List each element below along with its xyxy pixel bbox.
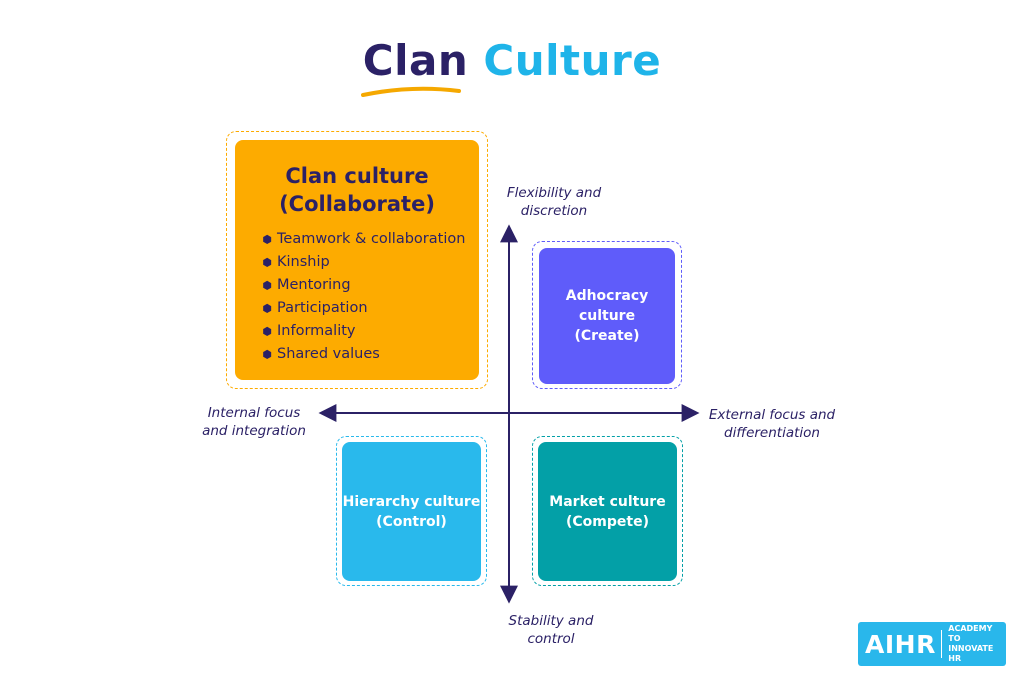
hexagon-bullet-icon: ⬢: [262, 325, 272, 338]
logo-brand: AIHR: [865, 629, 936, 659]
market-line1: Market culture: [549, 493, 666, 510]
hierarchy-line1: Hierarchy culture: [342, 493, 481, 510]
list-item: ⬢Shared values: [257, 343, 465, 366]
adhocracy-line1: Adhocracy culture: [565, 288, 649, 324]
adhocracy-culture-box: Adhocracy culture (Create): [539, 248, 675, 384]
title-underline: [360, 86, 461, 97]
hexagon-bullet-icon: ⬢: [262, 348, 272, 361]
list-item: ⬢Kinship: [257, 251, 465, 274]
list-item: ⬢Mentoring: [257, 274, 465, 297]
hierarchy-culture-box: Hierarchy culture (Control): [342, 442, 481, 581]
clan-culture-box: Clan culture (Collaborate) ⬢Teamwork & c…: [235, 140, 479, 380]
clan-frame: [226, 131, 488, 389]
clan-culture-title: Clan culture (Collaborate): [279, 162, 435, 218]
clan-title-line2: (Collaborate): [279, 192, 435, 216]
clan-traits-list: ⬢Teamwork & collaboration ⬢Kinship ⬢Ment…: [257, 228, 465, 366]
hierarchy-line2: (Control): [376, 513, 447, 530]
hexagon-bullet-icon: ⬢: [262, 302, 272, 315]
list-item: ⬢Informality: [257, 320, 465, 343]
list-item: ⬢Participation: [257, 297, 465, 320]
adhocracy-line2: (Create): [574, 328, 640, 344]
market-culture-box: Market culture (Compete): [538, 442, 677, 581]
title-word-clan: Clan: [360, 36, 468, 97]
hexagon-bullet-icon: ⬢: [262, 256, 272, 269]
page-title: Clan Culture: [0, 36, 1024, 97]
hexagon-bullet-icon: ⬢: [262, 279, 272, 292]
adhocracy-frame: [532, 241, 682, 389]
hexagon-bullet-icon: ⬢: [262, 233, 272, 246]
title-word-culture: Culture: [483, 36, 662, 85]
logo-separator: [940, 630, 943, 658]
market-line2: (Compete): [566, 513, 649, 530]
clan-title-line1: Clan culture: [285, 164, 429, 188]
hierarchy-frame: [336, 436, 487, 586]
market-frame: [532, 436, 683, 586]
list-item: ⬢Teamwork & collaboration: [257, 228, 465, 251]
